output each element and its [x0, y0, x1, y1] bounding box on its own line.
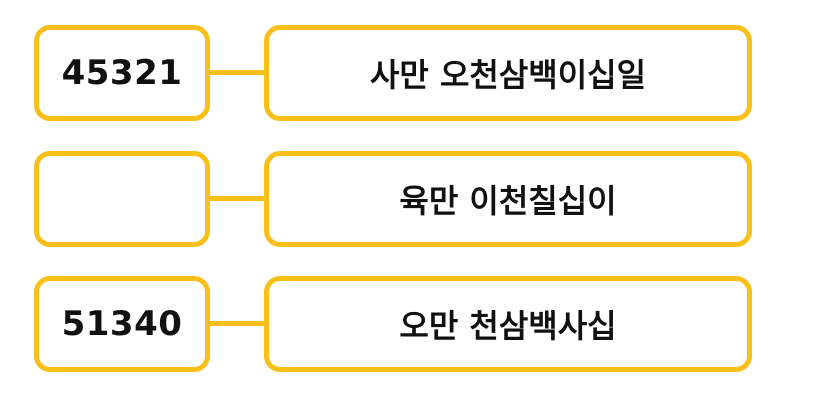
korean-words-box-1: 사만 오천삼백이십일 — [264, 25, 752, 121]
match-row-3: 51340 오만 천삼백사십 — [0, 276, 820, 372]
number-value-3: 51340 — [61, 304, 183, 344]
number-value-1: 45321 — [61, 53, 183, 93]
number-box-1: 45321 — [34, 25, 210, 121]
connector-line-3 — [208, 321, 268, 326]
korean-words-2: 육만 이천칠십이 — [399, 182, 617, 220]
number-box-3: 51340 — [34, 276, 210, 372]
match-row-1: 45321 사만 오천삼백이십일 — [0, 25, 820, 121]
number-box-2-blank[interactable] — [34, 151, 210, 247]
match-row-2: 육만 이천칠십이 — [0, 151, 820, 247]
korean-words-1: 사만 오천삼백이십일 — [369, 56, 647, 94]
connector-line-1 — [208, 70, 268, 75]
korean-words-3: 오만 천삼백사십 — [399, 307, 617, 345]
korean-words-box-2: 육만 이천칠십이 — [264, 151, 752, 247]
korean-words-box-3: 오만 천삼백사십 — [264, 276, 752, 372]
connector-line-2 — [208, 196, 268, 201]
